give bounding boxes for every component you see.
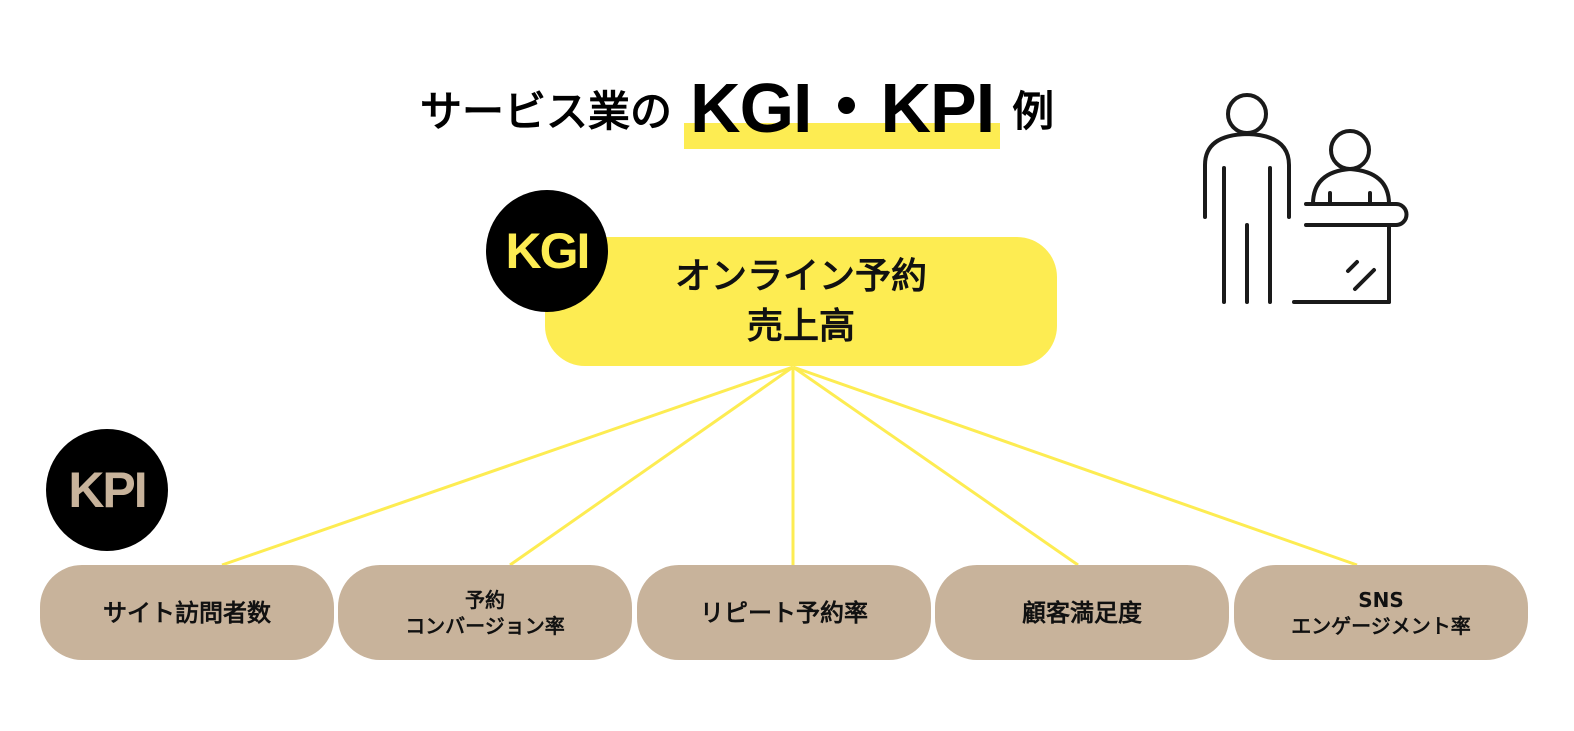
connector-line <box>792 365 1079 567</box>
kpi-label: リピート予約率 <box>700 598 868 627</box>
page-title: サービス業の KGI・KPI 例 <box>420 52 1054 153</box>
title-highlight-marker: KGI・KPI <box>684 52 1001 153</box>
kpi-label: SNS エンゲージメント率 <box>1291 587 1471 638</box>
title-prefix: サービス業の <box>420 87 673 136</box>
kgi-label: オンライン予約 売上高 <box>674 255 927 347</box>
kpi-box: 顧客満足度 <box>935 565 1229 660</box>
kpi-badge-label: KPI <box>68 462 147 518</box>
kgi-badge: KGI <box>486 190 608 312</box>
connector-line <box>509 365 794 567</box>
kpi-label: サイト訪問者数 <box>103 598 271 627</box>
kpi-label: 顧客満足度 <box>1022 598 1142 627</box>
connector-line <box>792 365 1358 567</box>
kpi-box: 予約 コンバージョン率 <box>338 565 632 660</box>
customer-at-reception-desk-icon <box>1203 93 1409 304</box>
connector-line <box>221 365 794 567</box>
title-suffix: 例 <box>1012 87 1055 136</box>
kpi-box: リピート予約率 <box>637 565 931 660</box>
kpi-box: SNS エンゲージメント率 <box>1234 565 1528 660</box>
kgi-badge-label: KGI <box>505 223 591 279</box>
kpi-box: サイト訪問者数 <box>40 565 334 660</box>
kpi-label: 予約 コンバージョン率 <box>405 587 565 638</box>
title-highlight: KGI・KPI <box>690 69 995 147</box>
kpi-badge: KPI <box>46 429 168 551</box>
kgi-box: オンライン予約 売上高 <box>545 237 1057 366</box>
